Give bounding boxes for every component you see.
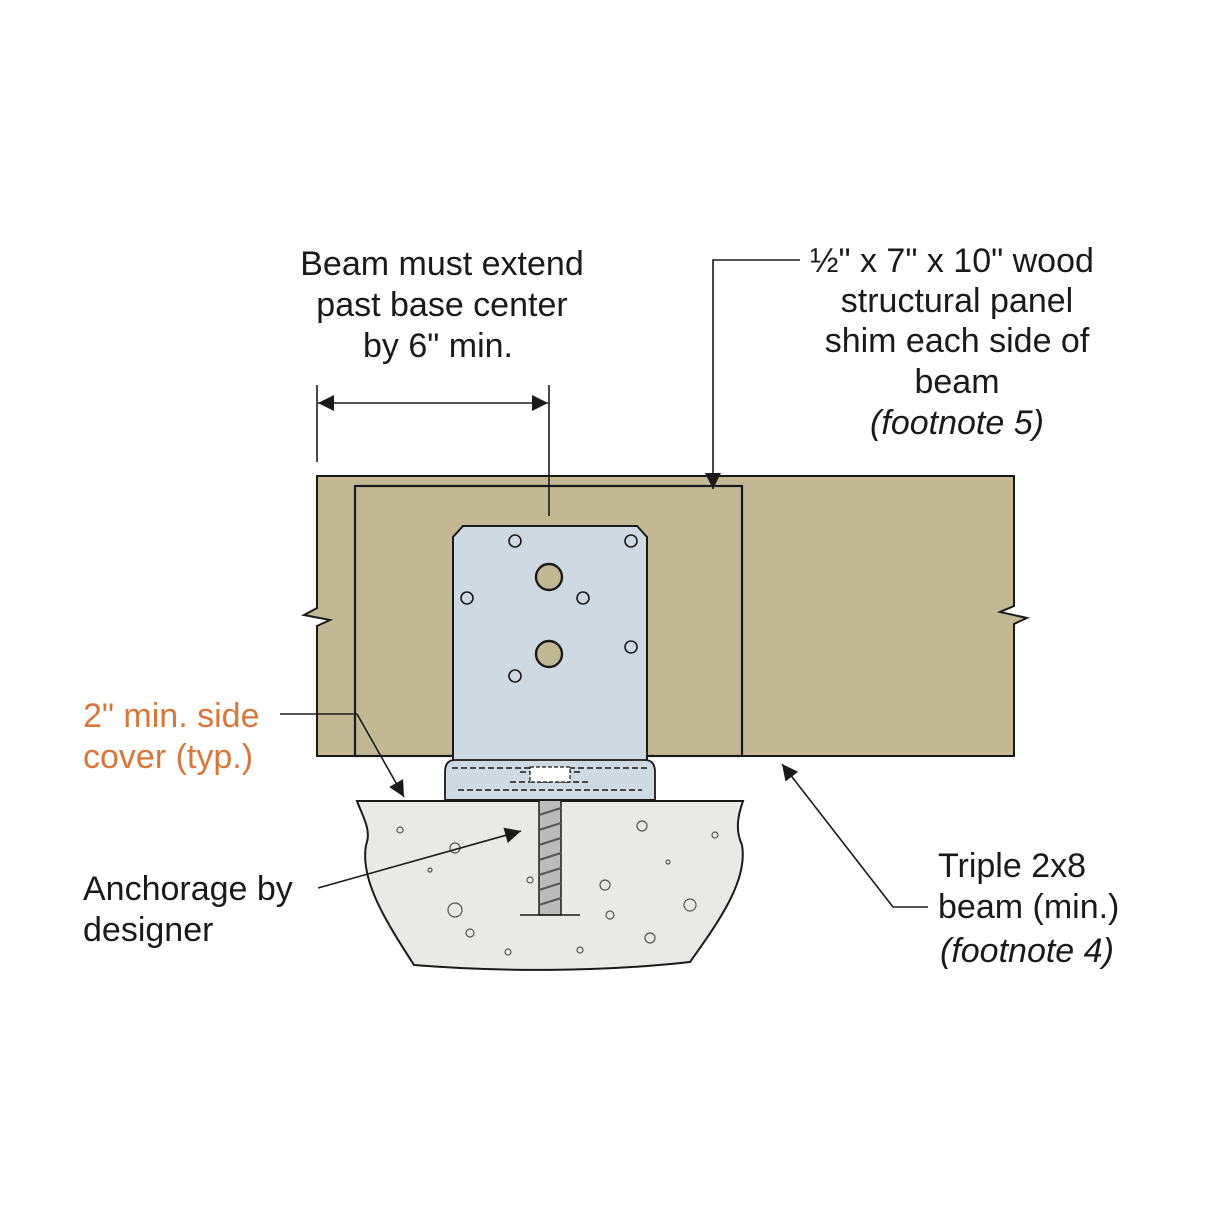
shim-leader bbox=[705, 259, 800, 489]
post-base-standoff bbox=[444, 759, 656, 801]
label-line: Anchorage by bbox=[83, 870, 293, 908]
label-line: Triple 2x8 bbox=[938, 847, 1086, 885]
label-line: by 6" min. bbox=[363, 327, 513, 365]
label-line: past base center bbox=[316, 286, 567, 324]
shim-label: ½" x 7" x 10" wood structural panel shim… bbox=[810, 242, 1094, 442]
footnote-4: (footnote 4) bbox=[940, 932, 1114, 970]
plate-nail-holes bbox=[460, 534, 638, 683]
label-line: structural panel bbox=[841, 282, 1073, 320]
label-line: shim each side of bbox=[825, 322, 1090, 360]
label-line: designer bbox=[83, 911, 213, 949]
label-line: ½" x 7" x 10" wood bbox=[810, 242, 1094, 280]
beam-leader bbox=[781, 763, 928, 908]
anchorage-label: Anchorage by designer bbox=[83, 870, 293, 949]
dimension-beam-extension bbox=[316, 385, 550, 516]
side-cover-leader bbox=[280, 713, 405, 798]
beam-label: Triple 2x8 beam (min.) (footnote 4) bbox=[938, 847, 1119, 970]
plate-bolt-holes bbox=[534, 562, 564, 669]
label-line: beam (min.) bbox=[938, 888, 1119, 926]
footnote-5: (footnote 5) bbox=[870, 404, 1044, 442]
side-cover-label: 2" min. side cover (typ.) bbox=[83, 697, 259, 776]
label-line: beam bbox=[914, 363, 999, 401]
label-line: Beam must extend bbox=[300, 245, 583, 283]
label-line: cover (typ.) bbox=[83, 738, 253, 776]
anchorage-leader bbox=[317, 827, 522, 889]
label-line: 2" min. side bbox=[83, 697, 259, 735]
beam-extension-label: Beam must extend past base center by 6" … bbox=[300, 245, 583, 365]
